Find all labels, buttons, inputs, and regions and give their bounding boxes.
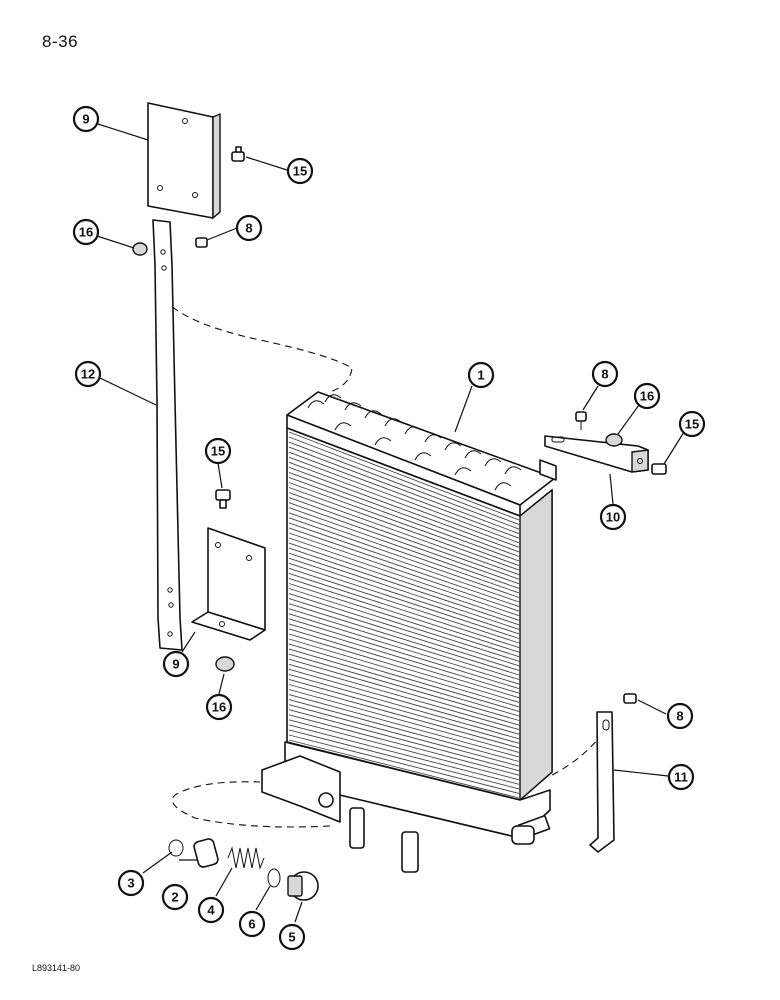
strap-long-part — [152, 219, 183, 651]
hardware-bolt-15-top — [231, 146, 245, 162]
callout-12: 12 — [74, 360, 102, 388]
hardware-valve-2 — [193, 838, 219, 868]
callout-15-mid: 15 — [204, 437, 232, 465]
svg-text:15: 15 — [685, 417, 699, 432]
hardware-bolt-15-mid — [215, 489, 231, 509]
callout-3: 3 — [117, 869, 145, 897]
svg-text:4: 4 — [207, 903, 215, 918]
hardware-bolt-8-lower — [623, 693, 637, 704]
bracket-top-part — [147, 102, 221, 220]
leader-lines — [96, 123, 685, 923]
callout-2: 2 — [161, 883, 189, 911]
hardware-bolt-8-left — [195, 237, 208, 248]
callout-4: 4 — [197, 896, 225, 924]
strap-lower-right-part — [589, 711, 615, 853]
callout-5: 5 — [278, 923, 306, 951]
hardware-bolt-8-right — [575, 411, 587, 430]
callout-11: 11 — [667, 763, 695, 791]
callout-8-left: 8 — [235, 214, 263, 242]
hardware-plug-5 — [287, 871, 319, 901]
callout-1: 1 — [467, 361, 495, 389]
hardware-spring-4 — [227, 846, 265, 870]
svg-text:9: 9 — [172, 657, 179, 672]
hardware-bolt-15-right — [651, 463, 667, 475]
bracket-right-part — [544, 435, 649, 473]
callout-15-right: 15 — [678, 410, 706, 438]
svg-text:8: 8 — [245, 221, 252, 236]
svg-text:16: 16 — [640, 389, 654, 404]
cooler-fins — [288, 431, 520, 799]
svg-text:16: 16 — [79, 225, 93, 240]
svg-text:2: 2 — [171, 890, 178, 905]
hardware-nut-16-bottom — [215, 656, 235, 672]
callout-16-bottom: 16 — [205, 693, 233, 721]
callout-9-bottom: 9 — [162, 650, 190, 678]
hardware-washer-6 — [267, 868, 281, 888]
svg-text:1: 1 — [477, 368, 484, 383]
svg-text:8: 8 — [676, 709, 683, 724]
page-number: 8-36 — [42, 32, 79, 51]
svg-text:15: 15 — [211, 444, 225, 459]
svg-text:16: 16 — [212, 700, 226, 715]
svg-text:11: 11 — [674, 770, 688, 785]
callout-6: 6 — [238, 910, 266, 938]
callout-16-right: 16 — [633, 382, 661, 410]
callout-9-top: 9 — [72, 105, 100, 133]
bracket-lower-part — [191, 527, 266, 641]
dashed-route-upper — [157, 287, 353, 393]
hardware-oring-3 — [168, 839, 184, 857]
svg-text:5: 5 — [288, 930, 295, 945]
svg-text:15: 15 — [293, 164, 307, 179]
callout-8-lower: 8 — [666, 702, 694, 730]
svg-text:10: 10 — [606, 510, 620, 525]
svg-text:9: 9 — [82, 112, 89, 127]
callout-16-left: 16 — [72, 218, 100, 246]
svg-text:8: 8 — [601, 367, 608, 382]
svg-text:3: 3 — [127, 876, 134, 891]
dashed-route-lower — [171, 781, 331, 828]
callout-15-top: 15 — [286, 157, 314, 185]
svg-text:6: 6 — [248, 917, 255, 932]
svg-text:12: 12 — [81, 367, 95, 382]
hardware-nut-16-left — [132, 242, 148, 256]
hardware-nut-16-right — [605, 433, 623, 447]
callout-10: 10 — [599, 503, 627, 531]
callout-8-right: 8 — [591, 360, 619, 388]
oil-cooler-core-part — [261, 391, 557, 873]
document-code: L893141-80 — [32, 963, 81, 973]
